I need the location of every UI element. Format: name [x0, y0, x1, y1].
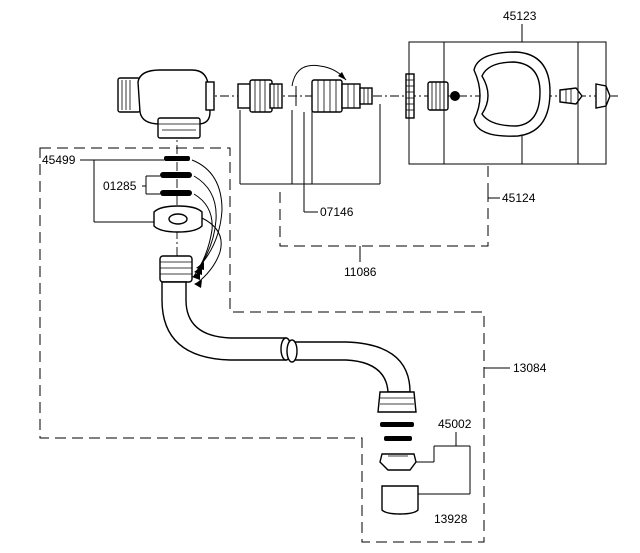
label-45124: 45124: [502, 191, 536, 205]
valve-body: [117, 69, 215, 139]
label-07146: 07146: [320, 205, 354, 219]
assembly-arrows: [191, 159, 223, 288]
label-45123: 45123: [503, 9, 537, 23]
cartridge-07146: [237, 79, 283, 113]
bracket-11086: [279, 192, 489, 247]
leaders-bottom: [416, 432, 471, 495]
bracket-13084: [39, 147, 485, 543]
label-13084: 13084: [513, 361, 547, 375]
label-11086: 11086: [344, 265, 377, 279]
flexible-hose: [159, 255, 417, 413]
lower-parts: [379, 422, 419, 515]
label-45002: 45002: [438, 417, 472, 431]
leaders-left: [80, 159, 164, 223]
bracket-cartridge: [239, 104, 381, 213]
cartridge-11086: [291, 64, 373, 113]
seal-stack: [153, 156, 203, 233]
handle-assembly: [405, 51, 611, 137]
label-01285: 01285: [103, 179, 137, 193]
label-13928: 13928: [434, 512, 468, 526]
label-45499: 45499: [42, 153, 76, 167]
bracket-45123: [408, 24, 607, 165]
